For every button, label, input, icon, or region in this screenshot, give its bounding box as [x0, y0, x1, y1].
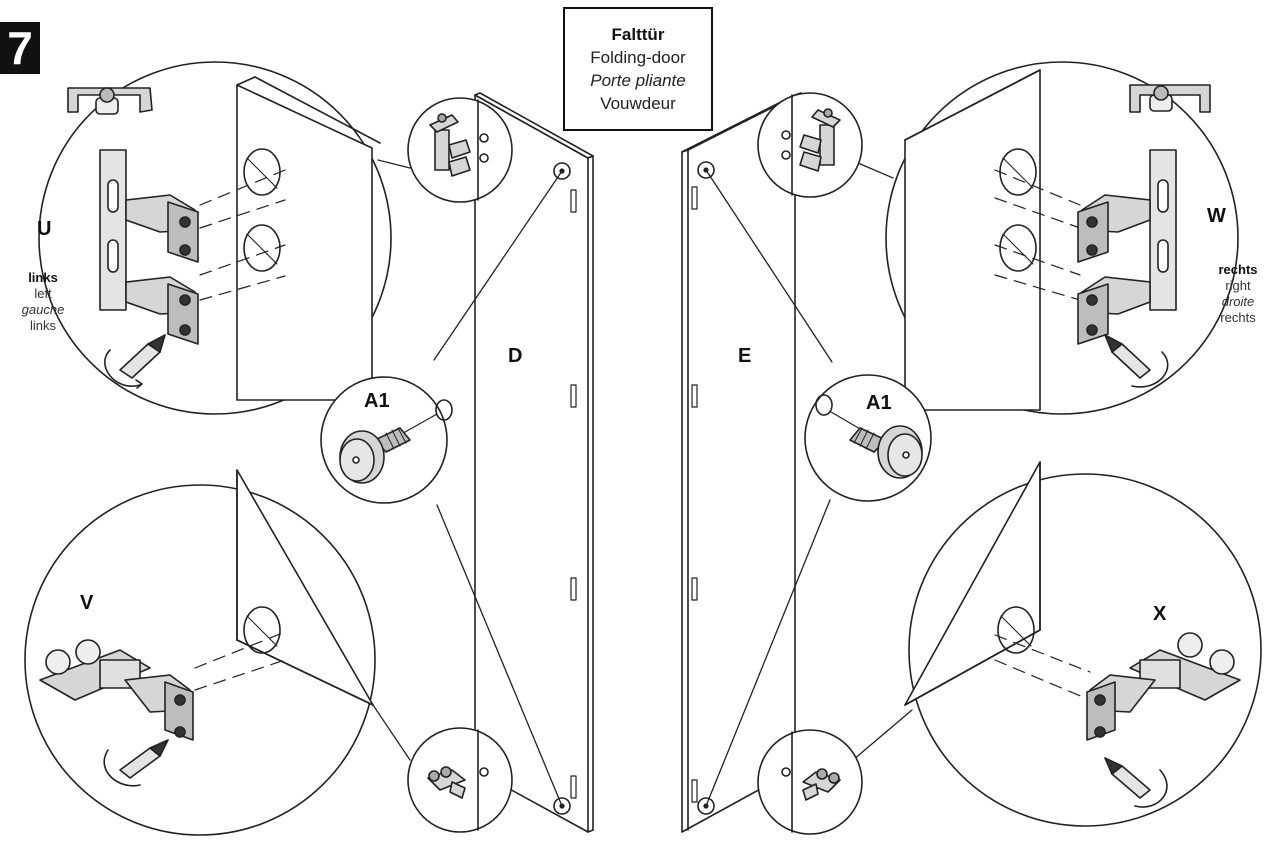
panel-e-hinge-marks [691, 186, 698, 803]
hinge-v-hardware [39, 639, 194, 741]
label-a1-left: A1 [364, 390, 390, 412]
side-right-nl: rechts [1220, 310, 1256, 325]
side-left-nl: links [29, 318, 56, 333]
detail-circle-w [885, 61, 1239, 415]
label-a1-right: A1 [866, 392, 892, 414]
title-en: Folding-door [590, 48, 686, 67]
side-left-fr: gauche [21, 302, 65, 317]
title-nl: Vouwdeur [600, 94, 676, 113]
screwdriver-x [1104, 757, 1168, 808]
a1-glide-left [339, 427, 411, 484]
small-detail-top-right [757, 92, 863, 198]
panel-d-hinge-marks [570, 189, 577, 799]
side-right-de: rechts [1218, 262, 1258, 277]
side-left-de: links [28, 270, 58, 285]
detail-circle-v [24, 469, 376, 836]
screwdriver-u [104, 334, 166, 389]
detail-circle-u [38, 61, 392, 415]
side-left-labels: links left gauche links [18, 270, 68, 334]
screwdriver-v [103, 739, 169, 787]
hinge-x-hardware [1086, 632, 1241, 741]
title-fr: Porte pliante [590, 71, 686, 90]
a1-glide-right [849, 425, 923, 479]
label-x: X [1153, 603, 1167, 625]
side-right-labels: rechts right droite rechts [1208, 262, 1268, 326]
title-de: Falttür [611, 25, 665, 44]
screwdriver-w [1104, 334, 1169, 388]
label-d: D [508, 345, 523, 367]
detail-circle-x [904, 461, 1262, 827]
hinge-u-hardware [67, 87, 199, 345]
label-w: W [1207, 205, 1226, 227]
side-left-en: left [34, 286, 52, 301]
small-detail-bottom-left [407, 727, 513, 833]
step-number: 7 [0, 22, 40, 74]
small-detail-top-left [407, 97, 513, 203]
label-v: V [80, 592, 94, 614]
title-box: Falttür Folding-door Porte pliante Vouwd… [563, 7, 713, 131]
leader-lines [372, 159, 913, 807]
a1-detail-left [320, 376, 453, 504]
hinge-w-hardware [1077, 84, 1211, 345]
small-detail-bottom-right [757, 729, 863, 835]
door-panel-d [474, 92, 594, 833]
label-u: U [37, 218, 52, 240]
a1-detail-right [804, 374, 932, 502]
side-right-en: right [1225, 278, 1251, 293]
door-panel-e [681, 92, 802, 833]
side-right-fr: droite [1221, 294, 1255, 309]
label-e: E [738, 345, 752, 367]
